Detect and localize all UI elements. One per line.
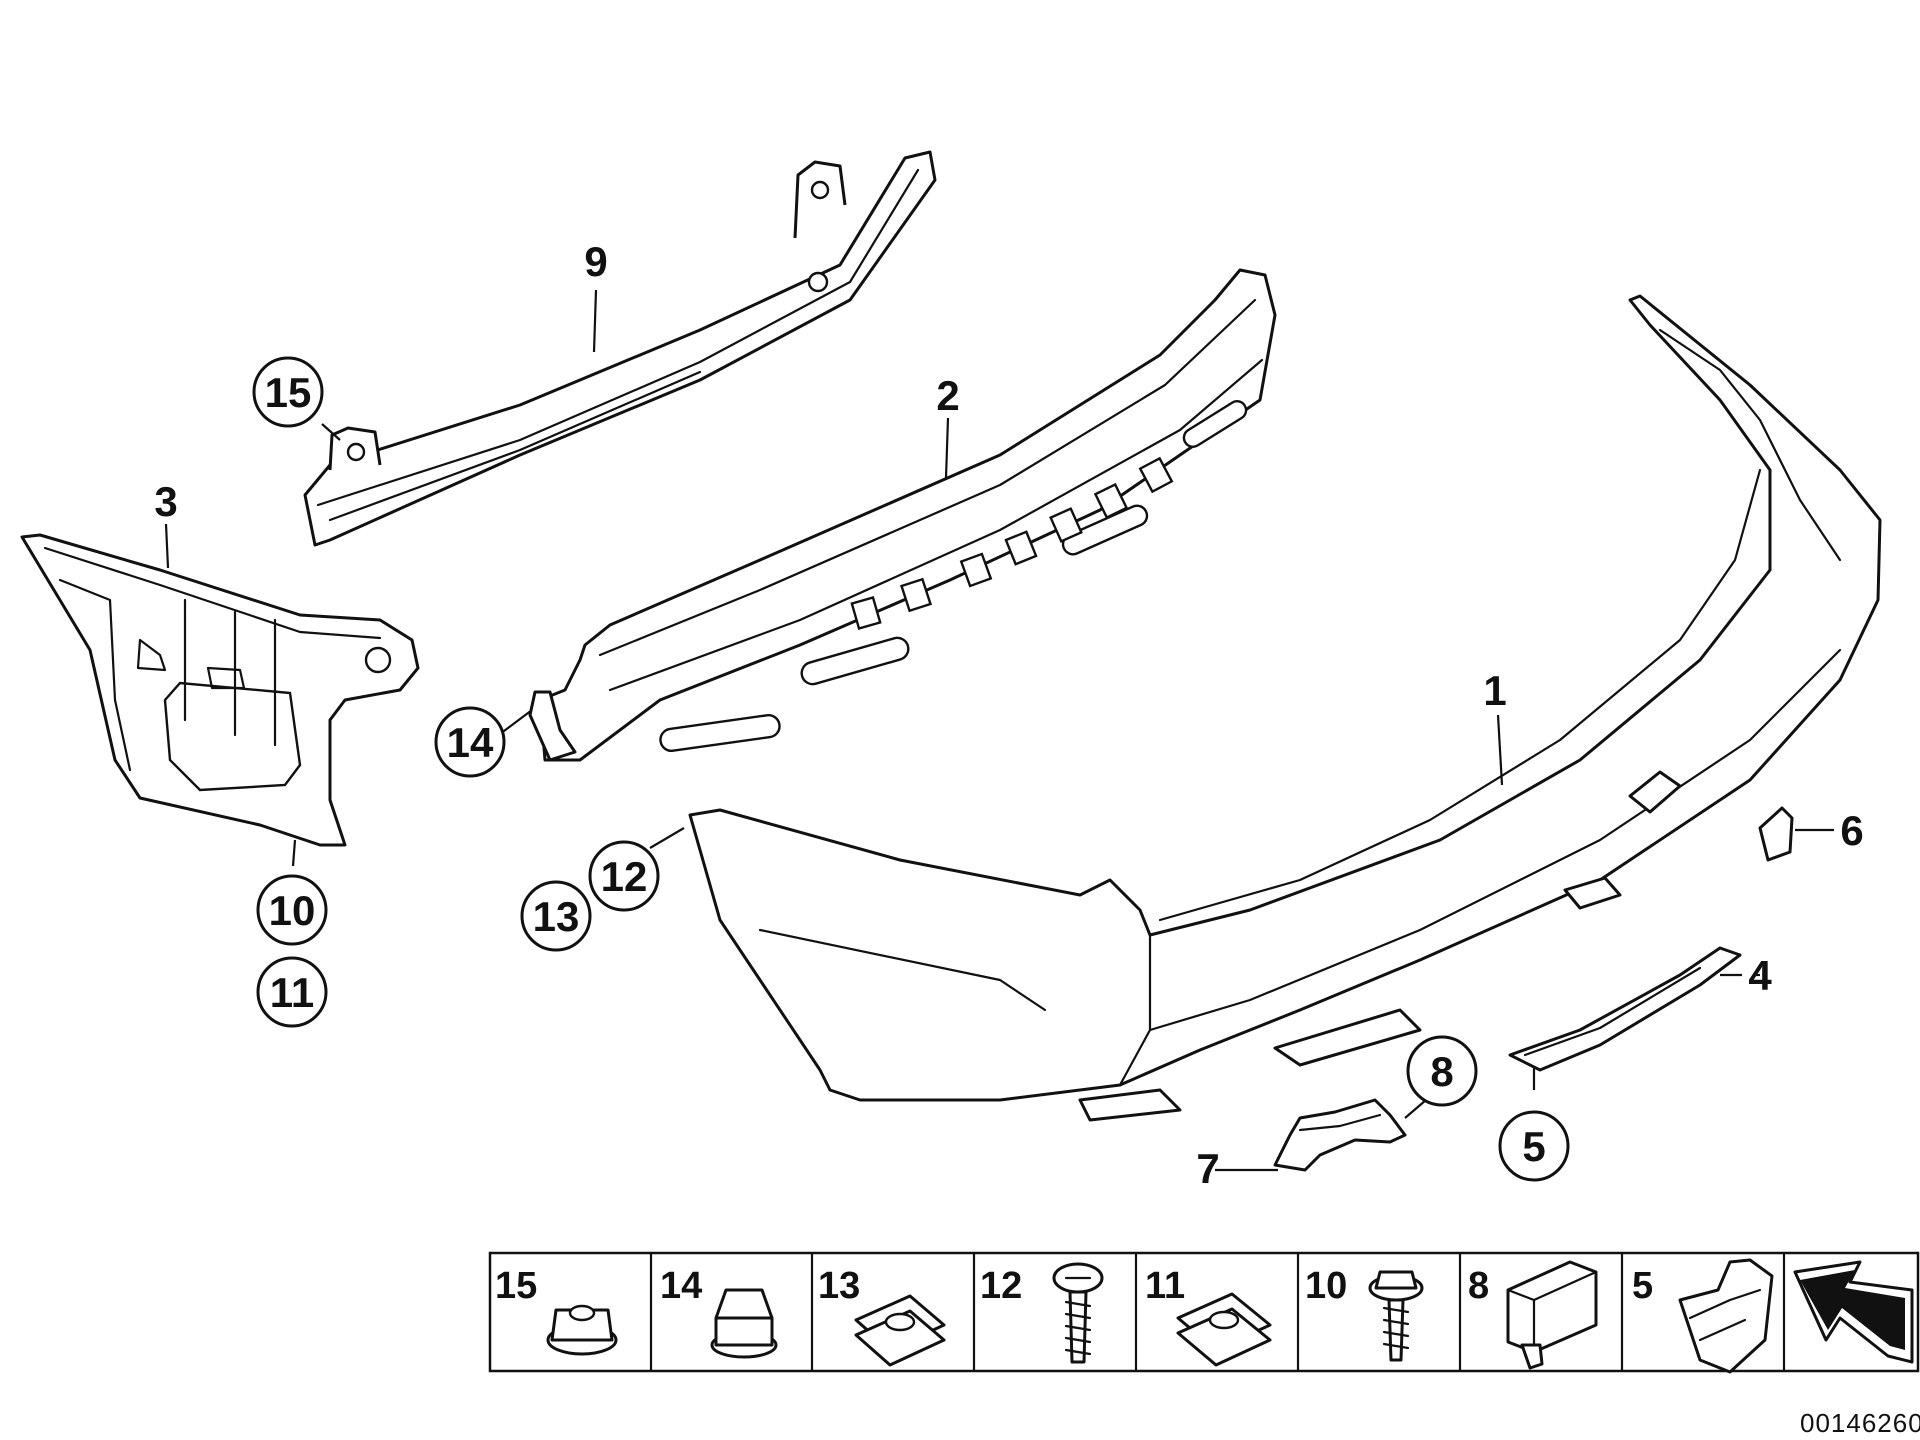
- callout-circle-13: [520, 880, 592, 952]
- screw-icon: [1052, 1262, 1104, 1364]
- legend-number-13: 13: [818, 1265, 860, 1307]
- callout-2: 2: [936, 372, 959, 419]
- legend-number-8: 8: [1468, 1265, 1489, 1307]
- callout-12: 12: [601, 853, 648, 900]
- legend-number-14: 14: [660, 1265, 702, 1307]
- spring-clip-nut-icon: [854, 1294, 946, 1367]
- legend-number-10: 10: [1305, 1265, 1347, 1307]
- legend-item-12: 12: [980, 1262, 1104, 1364]
- direction-arrow-icon: [1793, 1260, 1914, 1364]
- callout-9: 9: [584, 238, 607, 285]
- plastic-nut-icon: [710, 1288, 778, 1359]
- callout-circle-14: [434, 706, 506, 778]
- callout-circle-10: [256, 874, 328, 946]
- parts-legend: 15 14 13 12: [488, 1251, 1920, 1374]
- flange-nut-icon: [546, 1304, 618, 1356]
- hex-bolt-icon: [1368, 1270, 1424, 1362]
- callout-4: 4: [1748, 952, 1772, 999]
- callout-circle-12: [588, 840, 660, 912]
- callout-circle-8: [1406, 1035, 1478, 1107]
- energy-absorber-part: [528, 268, 1277, 762]
- legend-item-15: 15: [495, 1265, 618, 1356]
- callout-14: 14: [447, 719, 494, 766]
- spring-clip-nut-icon: [1176, 1292, 1272, 1367]
- callout-6: 6: [1840, 807, 1863, 854]
- side-bracket-part: [20, 533, 420, 847]
- legend-number-5: 5: [1632, 1265, 1653, 1307]
- callout-5: 5: [1522, 1123, 1545, 1170]
- bumper-panel-part: [688, 294, 1882, 1122]
- carrier-bar-part: [303, 150, 937, 547]
- callout-8: 8: [1430, 1048, 1453, 1095]
- legend-number-12: 12: [980, 1265, 1022, 1307]
- legend-number-15: 15: [495, 1265, 537, 1307]
- legend-item-8: 8: [1468, 1260, 1598, 1370]
- mounting-clip-icon: [1678, 1258, 1774, 1374]
- legend-item-5: 5: [1632, 1258, 1774, 1374]
- callout-circle-15: [252, 356, 324, 428]
- legend-item-14: 14: [660, 1265, 778, 1359]
- legend-number-11: 11: [1145, 1265, 1185, 1307]
- callout-3: 3: [154, 478, 177, 525]
- reflector-strip-part: [1508, 946, 1742, 1072]
- callout-7: 7: [1196, 1145, 1219, 1192]
- bracket-clip-icon: [1506, 1260, 1598, 1370]
- callout-circle-11: [256, 956, 328, 1028]
- callout-13: 13: [533, 893, 580, 940]
- legend-item-11: 11: [1145, 1265, 1272, 1367]
- callout-10: 10: [269, 887, 316, 934]
- callout-1: 1: [1483, 667, 1506, 714]
- diagram-id: 00146260: [1800, 1408, 1920, 1438]
- lower-bracket-part: [1273, 1098, 1407, 1172]
- callout-15: 15: [265, 369, 312, 416]
- callout-circle-5: [1498, 1110, 1570, 1182]
- callout-11: 11: [270, 969, 314, 1016]
- legend-item-10: 10: [1305, 1265, 1424, 1362]
- leader-lines: [164, 289, 1834, 1172]
- tow-hook-cap-part: [1758, 806, 1794, 862]
- legend-item-13: 13: [818, 1265, 946, 1367]
